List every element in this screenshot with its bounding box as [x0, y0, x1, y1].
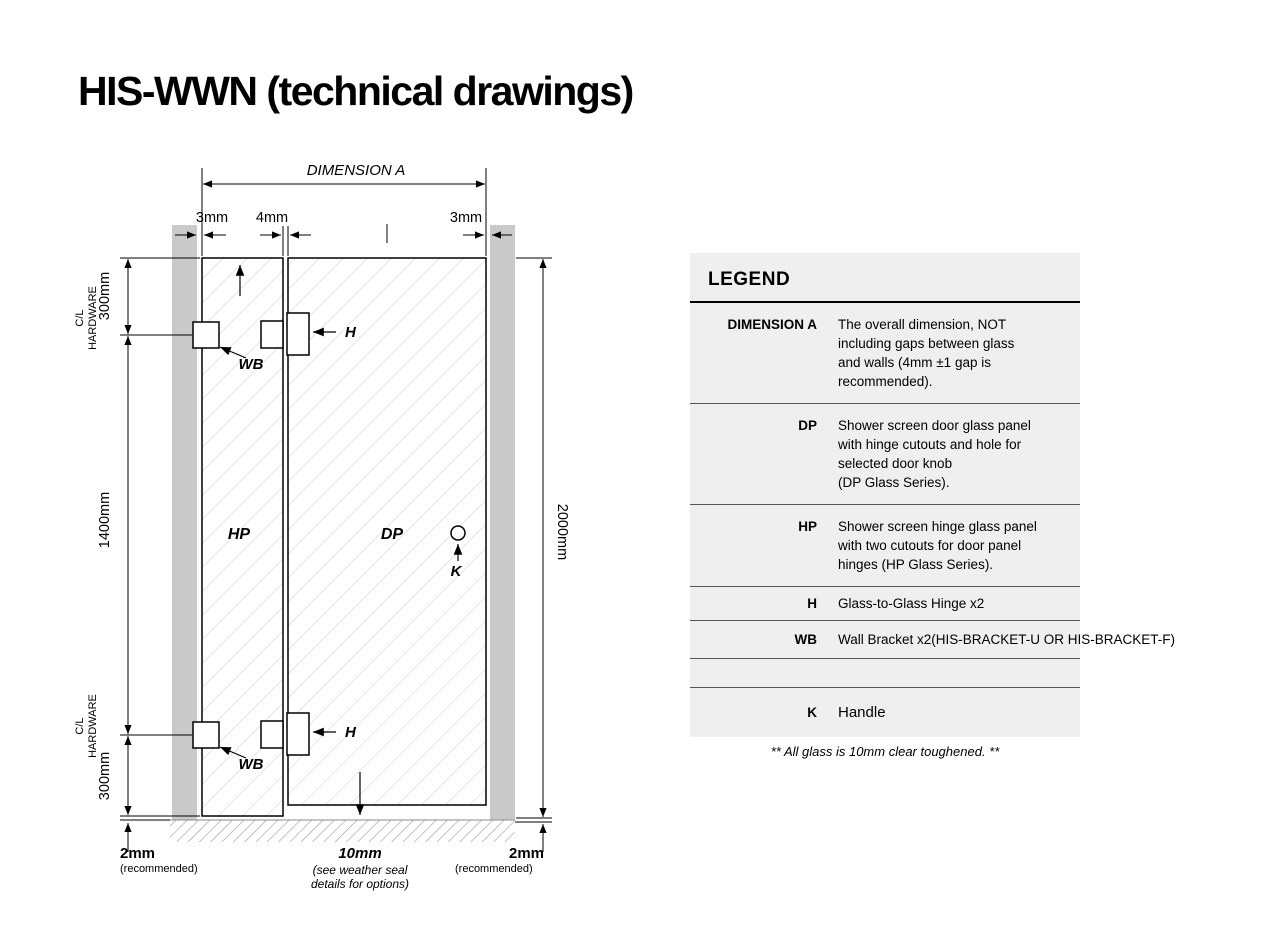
dimension-a-label: DIMENSION A [307, 162, 406, 179]
cl-hardware-bottom-line1: C/L [74, 717, 86, 734]
bottom-gap-label: 10mm [338, 845, 381, 862]
dim-300-bottom-label: 300mm [97, 752, 113, 800]
gap-right-label: 3mm [450, 210, 482, 226]
hinge-top [260, 312, 310, 356]
cl-hardware-top-line2: HARDWARE [87, 286, 99, 350]
floor-gap-right-note: (recommended) [455, 863, 533, 875]
legend-term: DIMENSION A [727, 317, 817, 332]
wall-bracket-top [192, 321, 220, 349]
wb-top-arrow [219, 346, 247, 359]
legend-description: Wall Bracket x2(HIS-BRACKET-U OR HIS-BRA… [838, 632, 1176, 647]
legend-row-k: K Handle [690, 688, 1080, 737]
dim-1400-label: 1400mm [97, 492, 113, 548]
dimension-a [201, 168, 487, 256]
k-label: K [451, 563, 463, 580]
legend-term [690, 659, 817, 687]
floor [170, 820, 515, 842]
floor-gap-left-label: 2mm [120, 845, 155, 862]
page-title: HIS-WWN (technical drawings) [78, 68, 634, 114]
left-dimensions [120, 257, 200, 852]
legend-row-dimension-a: DIMENSION A The overall dimension, NOT i… [690, 303, 1080, 404]
wb-bottom-label: WB [239, 756, 264, 773]
legend-row-wb: WB Wall Bracket x2(HIS-BRACKET-U OR HIS-… [690, 621, 1175, 659]
legend-title: LEGEND [690, 253, 1080, 303]
right-dimension [515, 257, 552, 852]
gap-left-label: 3mm [196, 210, 228, 226]
dim-2000-label: 2000mm [554, 504, 570, 560]
gap-middle-label: 4mm [256, 210, 288, 226]
wb-top-label: WB [239, 356, 264, 373]
dp-panel-label: DP [381, 526, 404, 543]
floor-gap-left-note: (recommended) [120, 863, 198, 875]
legend-panel: LEGEND DIMENSION A The overall dimension… [690, 253, 1175, 737]
legend-term: HP [798, 519, 817, 534]
legend-term: H [807, 596, 817, 611]
legend-term: WB [794, 632, 818, 647]
right-wall [490, 225, 515, 820]
legend-row-empty [690, 659, 1080, 688]
glass-note: ** All glass is 10mm clear toughened. ** [770, 744, 1000, 759]
top-gap-dimensions [175, 224, 512, 256]
floor-gap-right-label: 2mm [509, 845, 544, 862]
hinge-bottom [260, 712, 310, 756]
legend-description: Handle [838, 704, 886, 721]
h-bottom-label: H [345, 724, 357, 741]
legend-description: Shower screen hinge glass panel with two… [838, 519, 1037, 572]
cl-hardware-bottom-line2: HARDWARE [87, 694, 99, 758]
legend-description: Shower screen door glass panel with hing… [838, 418, 1031, 490]
bottom-gap-note-1: (see weather seal [313, 863, 408, 877]
legend-description: The overall dimension, NOT including gap… [838, 317, 1015, 389]
legend-row-h: H Glass-to-Glass Hinge x2 [690, 587, 1080, 621]
hp-panel-label: HP [228, 526, 251, 543]
dim-300-top-label: 300mm [97, 272, 113, 320]
wb-bottom-arrow [219, 746, 247, 759]
legend-term: K [807, 705, 817, 720]
handle-knob [450, 525, 466, 541]
legend-term: DP [798, 418, 817, 433]
legend-description: Glass-to-Glass Hinge x2 [838, 596, 985, 611]
cl-hardware-top-line1: C/L [74, 309, 86, 326]
h-top-label: H [345, 324, 357, 341]
dp-glass-panel [287, 257, 487, 806]
legend-row-hp: HP Shower screen hinge glass panel with … [690, 505, 1080, 587]
wall-bracket-bottom [192, 721, 220, 749]
legend-row-dp: DP Shower screen door glass panel with h… [690, 404, 1080, 505]
bottom-gap-note-2: details for options) [311, 877, 409, 891]
